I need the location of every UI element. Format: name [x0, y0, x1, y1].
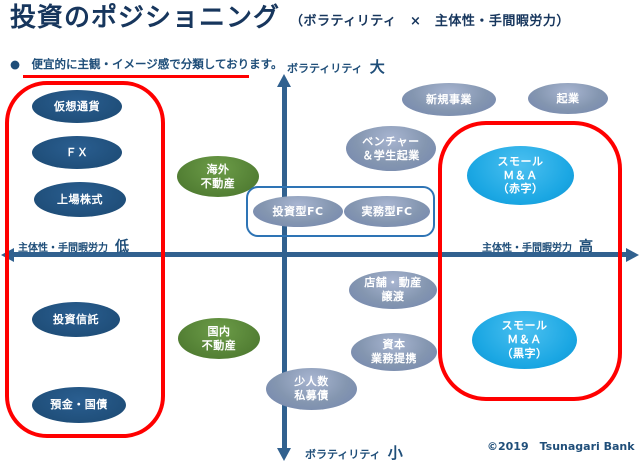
bubble-label: スモール: [497, 154, 544, 168]
bubble-kokunai-fudousan: 国内不動産: [178, 318, 260, 359]
bubble-toushi-shintaku: 投資信託: [32, 302, 120, 337]
bubble-label: 国内: [207, 324, 231, 338]
bubble-shouninzuu-shibosai: 少人数私募債: [266, 368, 357, 410]
vertical-axis-line: [282, 84, 287, 452]
bubble-label: 預金・国債: [50, 398, 108, 412]
bubble-label: ＆学生起業: [362, 148, 420, 162]
axis-level-text: 高: [579, 239, 593, 255]
page-subtitle: （ボラティリティ × 主体性・手間暇労力）: [290, 13, 570, 29]
bubble-label: 投資信託: [53, 312, 99, 326]
note-text: ● 便宜的に主観・イメージ感で分類しております。: [10, 57, 283, 71]
bubble-kigyou: 起業: [528, 83, 608, 114]
bubble-label: 起業: [556, 91, 580, 105]
axis-level-text: 低: [115, 239, 129, 255]
fc-group-outline-box: [246, 186, 435, 237]
bubble-label: 海外: [206, 162, 230, 176]
bubble-shinki-jigyou: 新規事業: [402, 83, 496, 116]
axis-label-effort-high: 主体性・手間暇労力 高: [482, 236, 593, 256]
bubble-label: 不動産: [200, 176, 236, 190]
axis-label-text: ボラティリティ: [287, 62, 363, 75]
header: 投資のポジショニング （ボラティリティ × 主体性・手間暇労力）: [10, 4, 570, 33]
bubble-label: 譲渡: [381, 290, 405, 303]
bubble-shihon-gyoumu-teikei: 資本業務提携: [351, 333, 437, 371]
bubble-yokin-kokusai: 預金・国債: [32, 387, 126, 423]
bubble-kaigai-fudousan: 海外不動産: [177, 156, 259, 197]
bubble-label: ＦＸ: [65, 145, 89, 159]
bubble-label: Ｍ＆Ａ: [507, 333, 542, 347]
bubble-label: ベンチャー: [362, 134, 420, 148]
highlight-box-low-effort-investments: [5, 81, 165, 438]
bubble-label: 私募債: [294, 389, 329, 402]
axis-label-text: 主体性・手間暇労力: [482, 243, 572, 254]
axis-label-text: 主体性・手間暇労力: [18, 243, 108, 254]
axis-label-text: ボラティリティ: [305, 448, 381, 461]
bubble-fx: ＦＸ: [32, 136, 122, 169]
bubble-venture-gakusei: ベンチャー＆学生起業: [346, 126, 436, 171]
bubble-label: 投資型FC: [272, 204, 324, 218]
bubble-label: 不動産: [201, 338, 237, 352]
bubble-label: （黒字）: [501, 346, 548, 360]
vertical-axis-arrow-down-icon: [277, 448, 291, 461]
bubble-kasou-tsuka: 仮想通貨: [32, 90, 122, 123]
bubble-label: 業務提携: [371, 352, 417, 365]
bubble-label: 新規事業: [426, 92, 472, 106]
note-underline: [23, 75, 249, 78]
copyright: ©2019 Tsunagari Bank: [487, 440, 635, 453]
bubble-label: 店舗・動産: [364, 276, 422, 290]
bubble-label: 資本: [382, 338, 406, 352]
vertical-axis-arrow-up-icon: [277, 74, 291, 87]
bubble-label: （赤字）: [497, 182, 544, 196]
axis-label-volatility-high: ボラティリティ 大: [287, 56, 385, 77]
bubble-label: 少人数: [294, 375, 329, 389]
bubble-toushi-gata-fc: 投資型FC: [253, 196, 343, 227]
bubble-label: Ｍ＆Ａ: [503, 168, 538, 182]
axis-label-volatility-low: ボラティリティ 小: [305, 442, 403, 463]
bubble-joujou-kabushiki: 上場株式: [34, 182, 126, 217]
page-title: 投資のポジショニング: [10, 3, 281, 33]
axis-level-text: 小: [387, 444, 403, 462]
bubble-label: 上場株式: [57, 192, 103, 206]
bubble-tenpo-dousan-jouto: 店舗・動産譲渡: [349, 271, 437, 309]
highlight-box-small-ma: [438, 121, 622, 401]
horizontal-axis-line: [10, 252, 630, 257]
bubble-label: 仮想通貨: [54, 99, 100, 113]
horizontal-axis-arrow-right-icon: [626, 247, 639, 262]
bubble-label: スモール: [501, 319, 548, 333]
axis-level-text: 大: [369, 58, 385, 76]
axis-label-effort-low: 主体性・手間暇労力 低: [18, 236, 129, 256]
bubble-jitsumu-gata-fc: 実務型FC: [344, 196, 430, 227]
bubble-label: 実務型FC: [361, 204, 413, 218]
